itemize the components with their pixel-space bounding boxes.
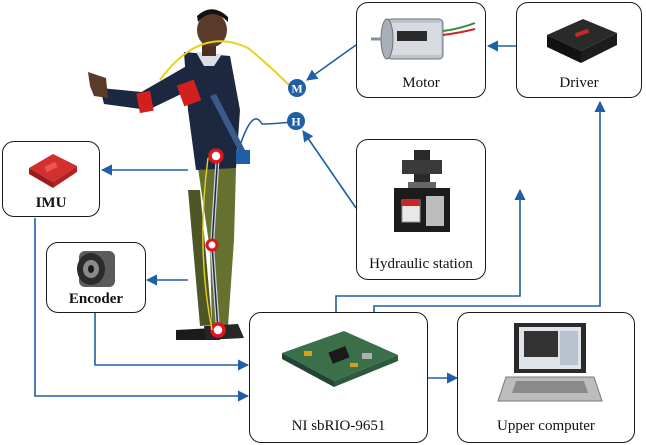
- arrow-motor-to-m: [306, 44, 357, 81]
- arrow-controller-to-hydraulic: [335, 188, 526, 312]
- motor-box: Motor: [356, 2, 486, 98]
- human-exoskeleton-figure: [88, 9, 293, 340]
- controller-label: NI sbRIO-9651: [291, 418, 386, 434]
- arrow-encoder-to-controller: [94, 313, 250, 371]
- laptop-icon: [497, 323, 603, 402]
- imu-sensor-icon: [29, 154, 77, 188]
- hydraulic-label: Hydraulic station: [369, 256, 473, 272]
- motor-icon: [371, 18, 476, 60]
- circuit-board-icon: [282, 331, 398, 387]
- arrow-controller-to-driver: [373, 100, 606, 312]
- ankle-joint: [210, 322, 226, 338]
- hydraulic-line: [237, 118, 293, 153]
- hydraulic-marker-label: H: [291, 115, 301, 129]
- hydraulic-station-icon: [394, 150, 450, 232]
- hydraulic-station-box: Hydraulic station: [356, 139, 486, 280]
- motor-marker-label: M: [291, 82, 302, 96]
- driver-box: Driver: [516, 2, 642, 98]
- hydraulic-marker: H: [287, 112, 305, 130]
- motor-marker: M: [288, 79, 306, 97]
- hip-joint: [208, 148, 224, 164]
- upper-computer-box: Upper computer: [457, 312, 635, 443]
- upper-computer-label: Upper computer: [497, 418, 595, 434]
- driver-label: Driver: [559, 75, 599, 91]
- motor-label: Motor: [402, 75, 440, 91]
- knee-joint: [205, 238, 219, 252]
- arrow-imu-to-controller: [34, 218, 250, 402]
- imu-box: IMU: [2, 141, 100, 217]
- imu-label: IMU: [35, 195, 67, 211]
- arrow-hydraulic-to-h: [302, 130, 357, 209]
- motor-driver-icon: [547, 19, 617, 63]
- encoder-box: Encoder: [46, 242, 146, 313]
- encoder-icon: [77, 251, 115, 287]
- controller-box: NI sbRIO-9651: [249, 312, 428, 443]
- encoder-label: Encoder: [68, 291, 124, 307]
- motor-cable: [159, 40, 291, 87]
